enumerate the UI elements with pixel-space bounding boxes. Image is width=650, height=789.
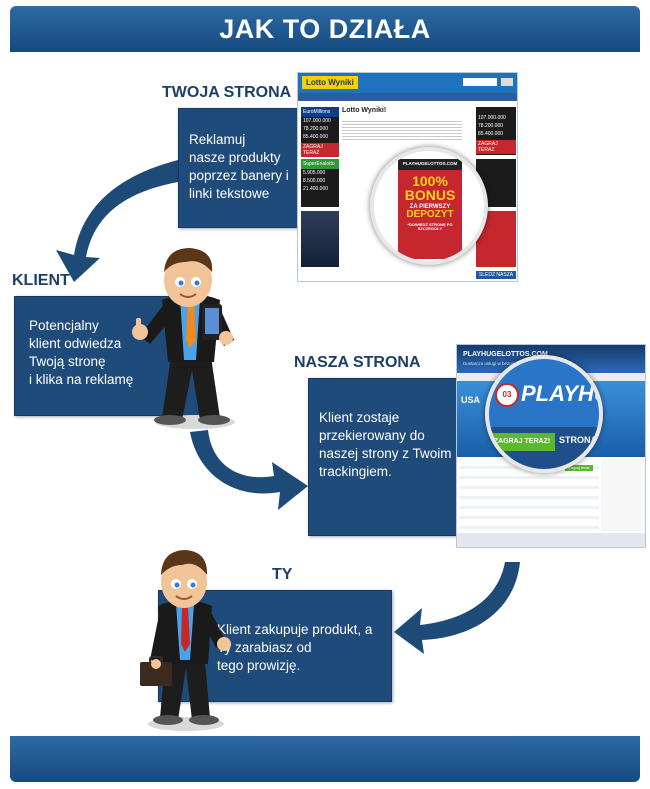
label-ty: TY [272,566,293,583]
box-ty-line: Ty zarabiasz od [217,640,312,655]
language-select [463,78,497,86]
left-ad-image [301,211,339,267]
our-tagline: Dostarcza usługi w bezpiecznym [463,361,529,366]
our-sidebar [601,459,645,531]
cta-next: STRONA [559,435,597,445]
site-logo: Lotto Wyniki [302,76,358,89]
our-play-button: Zagraj teraz [565,465,593,471]
widget-value: 107.000.000 [303,118,331,124]
our-hero-text: USA [461,395,481,405]
magnifier: PLAYHUGELOTTOS.COM 100% BONUS ZA PIERWSZ… [370,147,488,265]
widget-value: 21.400.000 [303,186,329,192]
promo-note: *DOWIEDŹ STRONĘ PO SZCZEGÓŁY [407,221,453,231]
arrow-ours-to-you [394,562,520,654]
site-nav [298,93,517,101]
widget-button: ZAGRAJ TERAZ [476,140,516,154]
go-button [501,78,513,86]
widget-value: 8.500.000 [303,178,326,184]
box-twoja-strona-line: nasze produkty [189,150,281,165]
box-klient-line: Twoją stronę [29,354,106,369]
arrow-site-to-client [56,160,178,282]
label-klient: KLIENT [12,272,70,289]
widget-value: 85.400.000 [303,134,329,140]
footer-bar [10,736,640,782]
box-twoja-strona-line: poprzez banery i [189,168,289,183]
box-ty-line: tego prowizję. [217,658,301,673]
promo-percent: 100% [412,172,448,189]
our-logo: PLAYHUGELOTTOS.COM [463,351,548,358]
widget-value: 78.200.000 [303,126,329,132]
widget-title: EuroMillions [301,107,339,117]
page-title: JAK TO DZIAŁA [219,13,431,44]
label-twoja-strona: TWOJA STRONA [162,84,292,101]
box-ty-line: Klient zakupuje produkt, a [217,622,373,637]
our-magnifier: 03 PLAYHUG ZAGRAJ TERAZ! STRONA [485,355,603,473]
our-site-screenshot: PLAYHUGELOTTOS.COM Dostarcza usługi w be… [456,344,646,548]
site-topbar: Lotto Wyniki [298,73,517,93]
arrow-client-to-ours [190,430,308,510]
box-twoja-strona: Reklamuj nasze produkty poprzez banery i… [178,108,300,228]
box-twoja-strona-line: Reklamuj [189,132,246,147]
left-widget: EuroMillions 107.000.000 78.200.000 85.4… [301,107,339,157]
widget-value: 107.000.000 [478,115,506,121]
promo-bonus: BONUS [404,186,456,203]
box-nasza-strona: Klient zostaje przekierowany do naszej s… [308,378,460,536]
right-widget: 107.000.000 78.200.000 85.400.000 ZAGRAJ… [476,107,516,155]
widget-value: 78.200.000 [478,123,504,129]
box-klient-line: klient odwiedza [29,336,122,351]
title-banner: JAK TO DZIAŁA [10,6,640,52]
lotto-ball: 03 [495,383,519,407]
our-footer [457,533,645,547]
label-nasza-strona: NASZA STRONA [294,354,421,371]
site-text [342,119,462,141]
box-klient-line: i klika na reklamę [29,372,134,387]
bottom-button: SLEDŹ NASZA [476,271,516,279]
cta-button: ZAGRAJ TERAZ! [489,433,555,451]
promo-brand: PLAYHUGELOTTOS.COM [398,159,462,170]
box-nasza-strona-line: przekierowany do [319,428,425,443]
left-widget-2: SuperEnalotto 5.905.000 8.500.000 21.400… [301,159,339,207]
box-nasza-strona-line: Klient zostaje [319,410,400,425]
site-heading: Lotto Wyniki! [342,107,387,114]
widget-value: 5.905.000 [303,170,326,176]
ball-number: 03 [502,390,512,399]
promo-banner: PLAYHUGELOTTOS.COM 100% BONUS ZA PIERWSZ… [398,159,462,259]
widget-button: ZAGRAJ TERAZ [301,143,339,157]
box-nasza-strona-line: trackingiem. [319,464,392,479]
widget-title: SuperEnalotto [301,159,339,169]
promo-first: ZA PIERWSZY [409,203,451,210]
box-twoja-strona-line: linki tekstowe [189,186,270,201]
box-nasza-strona-line: naszej strony z Twoim [319,446,452,461]
widget-value: 85.400.000 [478,131,504,137]
magnified-logo: PLAYHUG [521,381,599,406]
partner-site-screenshot: Lotto Wyniki Lotto Wyniki! EuroMillions … [297,72,518,282]
box-klient-line: Potencjalny [29,318,99,333]
promo-deposit: DEPOZYT [406,208,454,220]
